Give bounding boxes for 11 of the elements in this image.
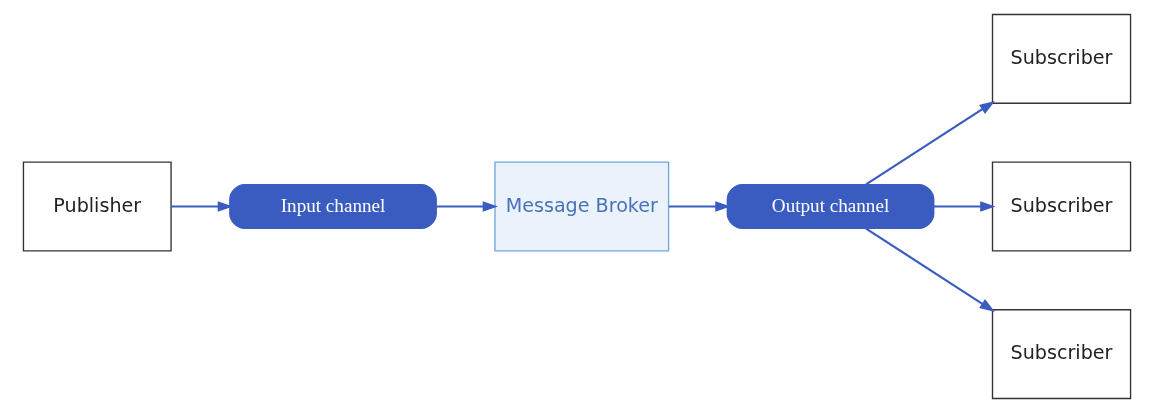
arrow (865, 100, 995, 185)
node-box: Publisher (22, 160, 172, 252)
node-box: Output channel (726, 183, 935, 229)
arrow (436, 200, 498, 212)
arrow (865, 227, 995, 312)
node-box: Message Broker (494, 160, 670, 252)
node-box: Subscriber (991, 160, 1132, 252)
node-box: Subscriber (991, 308, 1132, 399)
node-box: Subscriber (991, 13, 1132, 104)
node-box: Input channel (229, 183, 437, 229)
arrow (934, 200, 996, 212)
